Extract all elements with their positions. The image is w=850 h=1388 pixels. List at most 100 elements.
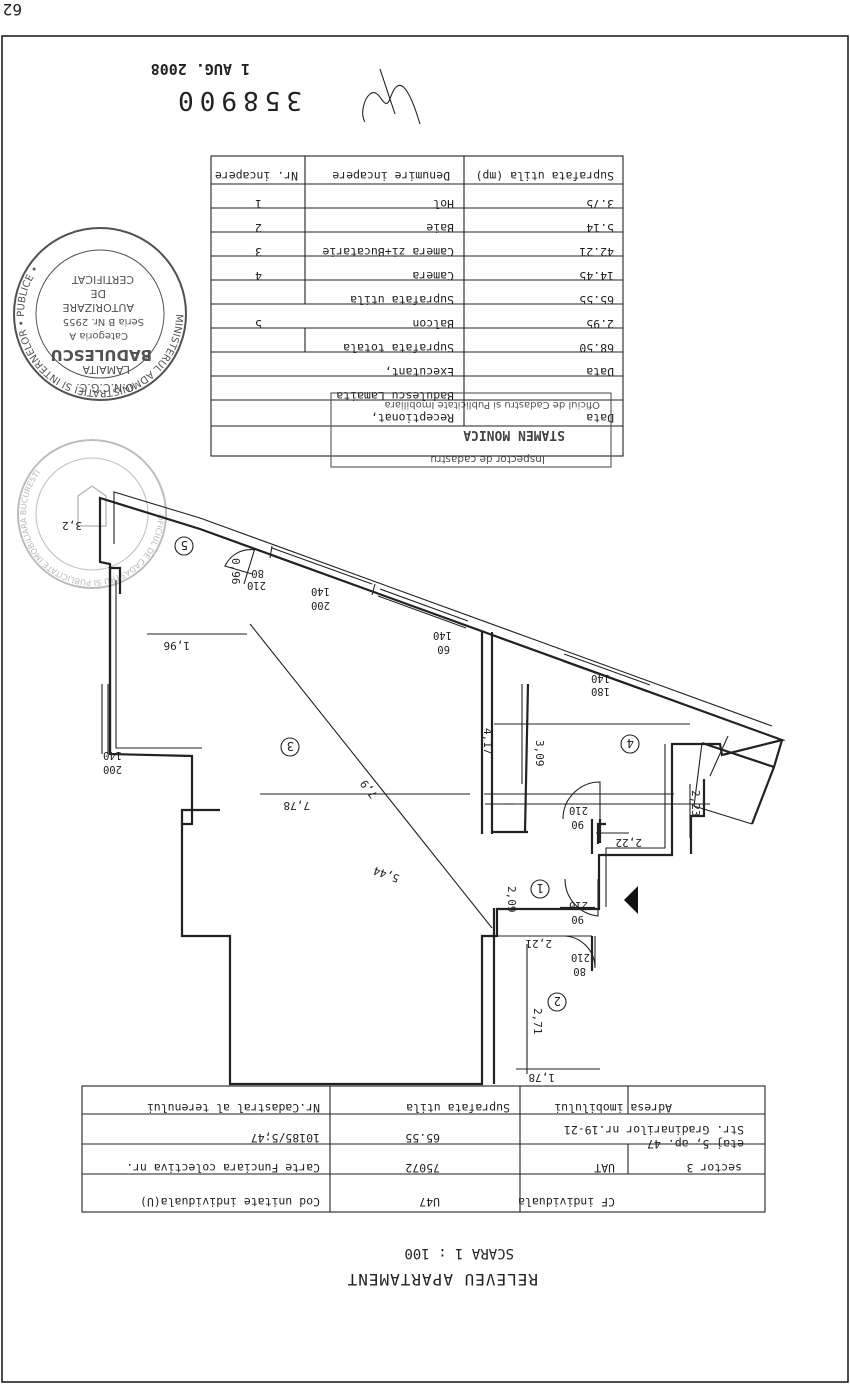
opening-60-a: 140 bbox=[433, 629, 452, 641]
balcony-wall bbox=[701, 739, 784, 825]
auth-stamp-line3: AUTORIZARE bbox=[62, 301, 134, 314]
opening-door-hol-b: 90 bbox=[571, 913, 584, 925]
room-marker-4: 4 bbox=[627, 736, 634, 750]
opening-left-b: 200 bbox=[103, 763, 122, 775]
room-row-1-area: 3.75 bbox=[586, 197, 614, 211]
info-r1-c3: Adresa imobilului bbox=[554, 1101, 672, 1115]
dimension-labels: 3,2 0,96 1,96 7,9 7,78 5,44 4,17 3,09 2,… bbox=[62, 519, 702, 1084]
info-r4-c3: CF individuala bbox=[518, 1195, 615, 1209]
room-row-1-name: Hol bbox=[433, 197, 454, 211]
info-r2-c2: 65.55 bbox=[405, 1131, 440, 1145]
total-area-value: 68.50 bbox=[579, 341, 614, 355]
inspector-name: STAMEN MONICA bbox=[463, 427, 565, 442]
exterior-wall bbox=[98, 496, 786, 1086]
opening-balcony-b: 210 bbox=[247, 579, 266, 591]
door-room4 bbox=[562, 781, 601, 820]
wall-room4-stub bbox=[492, 683, 530, 834]
auth-stamp-name: BADULESCU bbox=[51, 346, 152, 364]
balcony-area: 2.95 bbox=[586, 317, 614, 331]
useful-area-value: 65.55 bbox=[579, 293, 614, 307]
auth-stamp-line2: DE bbox=[91, 287, 106, 300]
opening-door-hol-a: 210 bbox=[569, 899, 588, 911]
auth-stamp-line5: Categoria A bbox=[69, 330, 128, 341]
rotated-document: 1 AUG. 2008 358900 bbox=[13, 60, 786, 1289]
opening-labels: 80 210 140 200 140 60 140 180 140 200 21… bbox=[103, 567, 610, 977]
info-r3-c3: UAT bbox=[594, 1161, 615, 1175]
dim-3-09: 3,09 bbox=[533, 740, 546, 767]
door-baie bbox=[564, 935, 596, 969]
dim-1-78: 1,78 bbox=[529, 1071, 556, 1084]
dim-2-21: 2,21 bbox=[526, 937, 553, 950]
opening-door-baie-b: 80 bbox=[573, 965, 586, 977]
dimension-lines bbox=[147, 547, 729, 1074]
room-row-4-area: 14.45 bbox=[579, 269, 614, 283]
registration-number: 358900 bbox=[172, 85, 302, 115]
door-hol bbox=[564, 878, 599, 917]
wall-hol-stub bbox=[596, 822, 606, 844]
room-row-4-name: Camera bbox=[412, 269, 454, 283]
total-area-label: Suprafata totala bbox=[343, 341, 454, 355]
dim-1-96: 1,96 bbox=[164, 639, 191, 652]
wall-room3-room4 bbox=[480, 632, 494, 834]
info-r1-c1: Nr.Cadastral al terenului bbox=[147, 1101, 320, 1115]
executant-date-label: Data bbox=[586, 365, 614, 379]
room-markers: 1 2 3 4 5 bbox=[174, 536, 640, 1012]
rooms-header-name: Denumire incapere bbox=[332, 169, 450, 183]
info-r3-c1: Carte Funciara colectiva nr. bbox=[126, 1161, 320, 1175]
windows bbox=[101, 545, 651, 754]
rooms-header-area: Suprafata utila (mp) bbox=[476, 169, 614, 183]
info-table: Nr.Cadastral al terenului Suprafata util… bbox=[81, 1085, 766, 1213]
auth-stamp-line4: Seria B Nr. 2955 bbox=[63, 316, 144, 327]
room-row-3-area: 42.21 bbox=[579, 245, 614, 259]
door-balcony bbox=[224, 549, 256, 575]
registration-stamp: 1 AUG. 2008 358900 bbox=[151, 60, 302, 115]
dim-2-23: 2,23 bbox=[689, 790, 702, 817]
room-row-2-name: Baie bbox=[426, 221, 454, 235]
auth-stamp-line1: CERTIFICAT bbox=[72, 273, 134, 286]
info-r2-c4: etaj 5, ap. 47 bbox=[647, 1137, 744, 1151]
info-r1-c2: Suprafata utila bbox=[406, 1101, 510, 1115]
opening-60-b: 60 bbox=[437, 643, 450, 655]
entrance-arrow-icon bbox=[624, 886, 638, 914]
room-row-4-nr: 4 bbox=[255, 269, 262, 283]
scale-label: SCARA 1 : 100 bbox=[404, 1245, 514, 1261]
dim-4-17: 4,17 bbox=[481, 728, 494, 755]
authorization-stamp: MINISTERUL ADMINISTRATIEI SI INTERNELOR … bbox=[13, 227, 187, 401]
opening-r4-a: 140 bbox=[591, 672, 610, 684]
balcony-inner-wall bbox=[693, 742, 753, 825]
opening-r4-b: 180 bbox=[591, 685, 610, 697]
room-marker-1: 1 bbox=[537, 881, 544, 895]
opening-left-a: 140 bbox=[103, 749, 122, 761]
receptionat-date-label: Data bbox=[586, 411, 614, 425]
auth-stamp-oncgc: O.N.C.G.C. bbox=[76, 381, 134, 394]
room-row-2-nr: 2 bbox=[255, 221, 262, 235]
rooms-table-frame bbox=[210, 155, 624, 457]
dim-0-96: 0,96 bbox=[229, 558, 242, 585]
room-row-2-area: 5.14 bbox=[586, 221, 614, 235]
signature bbox=[362, 68, 421, 125]
opening-door-baie-a: 210 bbox=[571, 951, 590, 963]
room-row-1-nr: 1 bbox=[255, 197, 262, 211]
ocpi-seal: OFICIUL DE CADASTRU SI PUBLICITATE IMOBI… bbox=[17, 439, 167, 589]
dim-3-2: 3,2 bbox=[62, 519, 82, 532]
info-r2-c1: 10185/5;47 bbox=[251, 1131, 320, 1145]
info-r3-c2: 75072 bbox=[405, 1161, 440, 1175]
registration-date: 1 AUG. 2008 bbox=[151, 60, 250, 78]
inspector-title: Inspector de cadastru bbox=[430, 453, 545, 465]
dim-7-9: 7,9 bbox=[358, 777, 380, 801]
info-r4-c2: U47 bbox=[419, 1195, 440, 1209]
opening-top-a: 140 bbox=[311, 585, 330, 597]
balcony-nr: 5 bbox=[255, 317, 262, 331]
page-title: RELEVEU APARTAMENT bbox=[347, 1270, 538, 1289]
auth-stamp-name2: LAMAITA bbox=[82, 363, 130, 376]
room-marker-5: 5 bbox=[181, 538, 188, 552]
opening-door-r4-b: 90 bbox=[571, 818, 584, 830]
floor-plan: 1 2 3 4 5 3,2 0,96 1,96 7,9 7,78 5,44 4 bbox=[62, 491, 786, 1086]
useful-area-label: Suprafata utila bbox=[350, 293, 454, 307]
balcony-name: Balcon bbox=[412, 317, 454, 331]
page-frame bbox=[1, 35, 849, 1383]
corner-mark: 62 bbox=[3, 0, 22, 19]
dim-5-44: 5,44 bbox=[371, 864, 401, 885]
rooms-header-nr: Nr. incapere bbox=[215, 169, 298, 183]
